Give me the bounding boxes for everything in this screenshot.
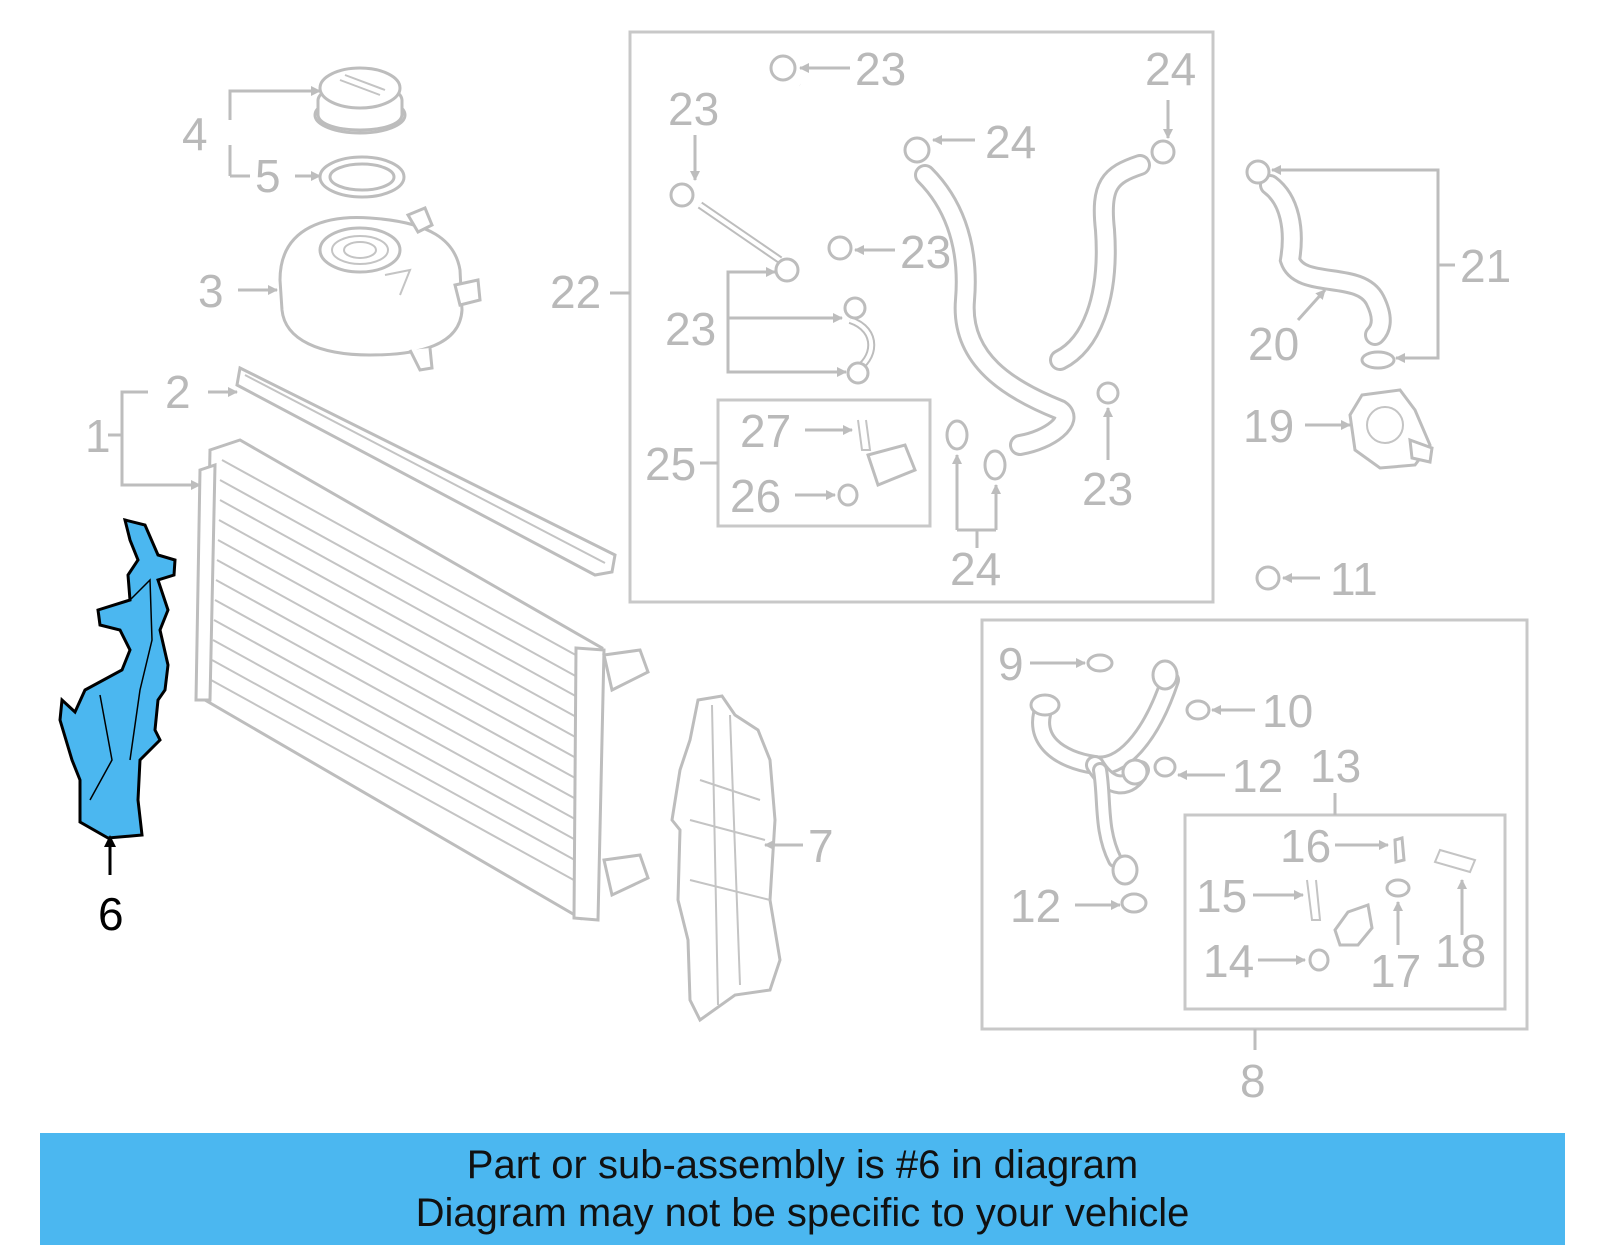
hose-pump-parts <box>1245 159 1434 591</box>
callout-13: 13 <box>1310 740 1361 792</box>
group-box-22 <box>628 30 1215 604</box>
callout-23-mid: 23 <box>900 226 951 278</box>
callout-25: 25 <box>645 438 696 490</box>
callout-16: 16 <box>1280 820 1331 872</box>
callout-21: 21 <box>1460 240 1511 292</box>
callout-14: 14 <box>1203 935 1254 987</box>
reservoir-cap-part <box>313 66 407 135</box>
air-guide-6-part-highlighted <box>58 517 177 840</box>
callout-26: 26 <box>730 470 781 522</box>
seal-ring-part <box>318 155 406 199</box>
radiator-seal-strip-part <box>235 365 617 577</box>
callout-22: 22 <box>550 266 601 318</box>
callout-6: 6 <box>98 888 124 940</box>
callout-24-bottom: 24 <box>950 543 1001 595</box>
callout-12-upper: 12 <box>1232 750 1283 802</box>
callout-10: 10 <box>1262 685 1313 737</box>
banner-line-1: Part or sub-assembly is #6 in diagram <box>466 1143 1139 1187</box>
leader-lines <box>104 63 1467 1050</box>
info-banner: Part or sub-assembly is #6 in diagram Di… <box>40 1133 1565 1245</box>
callout-15: 15 <box>1196 870 1247 922</box>
callout-18: 18 <box>1435 925 1486 977</box>
air-guide-7-part <box>670 694 782 1023</box>
callout-23-top: 23 <box>855 43 906 95</box>
hoses-group-8-parts <box>1029 653 1477 972</box>
callout-1: 1 <box>85 410 111 462</box>
coolant-reservoir-part <box>278 206 482 372</box>
radiator-part <box>194 438 650 922</box>
callout-24-top-right: 24 <box>1145 43 1196 95</box>
callout-17: 17 <box>1370 945 1421 997</box>
callout-20: 20 <box>1248 318 1299 370</box>
callout-7: 7 <box>808 820 834 872</box>
callout-23-bracket: 23 <box>665 303 716 355</box>
hoses-group-22-parts <box>669 54 1176 507</box>
callout-19: 19 <box>1243 400 1294 452</box>
callout-2: 2 <box>165 366 191 418</box>
callout-11: 11 <box>1330 553 1378 605</box>
callout-24-mid: 24 <box>985 116 1036 168</box>
callout-4: 4 <box>182 108 208 160</box>
callout-23-right: 23 <box>1082 463 1133 515</box>
callout-9: 9 <box>998 638 1024 690</box>
callout-12-lower: 12 <box>1010 880 1061 932</box>
banner-line-2: Diagram may not be specific to your vehi… <box>415 1191 1190 1235</box>
group-box-13 <box>1183 813 1507 1011</box>
callout-5: 5 <box>255 150 281 202</box>
callout-3: 3 <box>198 265 224 317</box>
callout-27: 27 <box>740 405 791 457</box>
callout-23-left: 23 <box>668 83 719 135</box>
callout-labels: 1 2 3 4 5 6 7 8 9 10 11 12 13 12 14 15 1… <box>85 43 1511 1107</box>
callout-8: 8 <box>1240 1055 1266 1107</box>
